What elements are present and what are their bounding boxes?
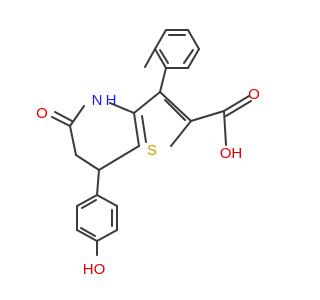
phenol-hydroxyl-label: HO xyxy=(83,261,106,278)
amine-hydrogen-label: H xyxy=(106,92,117,109)
lactam-ring xyxy=(69,102,140,171)
thiophene-ring xyxy=(133,91,192,147)
structure-canvas: O N H S O OH HO xyxy=(36,29,260,278)
acid-carbonyl-oxygen-label: O xyxy=(248,86,260,103)
oxo-oxygen-label: O xyxy=(36,105,48,122)
phenyl-link-bond-2 xyxy=(159,67,167,93)
acid-hydroxyl-label: OH xyxy=(220,145,243,162)
phenyl-link-bond xyxy=(144,48,156,68)
lactam-carbonyl-bond xyxy=(51,116,71,127)
chemical-structure: O N H S O OH HO xyxy=(36,29,260,278)
aryl-link-bond xyxy=(96,169,100,196)
amine-nitrogen-label: N xyxy=(92,92,103,109)
hydroxyphenyl-ring xyxy=(76,194,118,242)
carboxylic-acid xyxy=(190,95,252,146)
phenyl-ring xyxy=(154,29,200,69)
sulfur-label: S xyxy=(147,142,157,159)
lactam-carbonyl-bond-2 xyxy=(54,111,73,122)
